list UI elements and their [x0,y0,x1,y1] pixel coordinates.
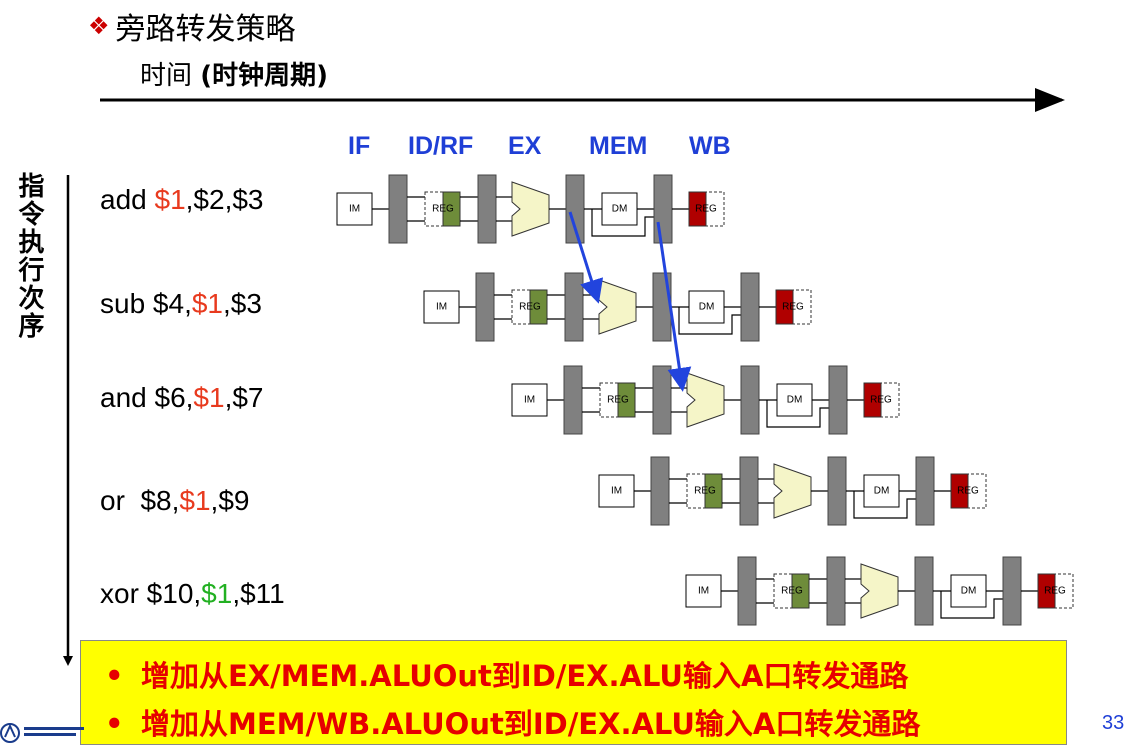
dm-bypass-wire [940,591,1003,619]
pipeline-latch [740,272,760,342]
pipeline-latch [827,456,847,526]
dm-bypass-wire [766,400,829,428]
forward-arrow-icon [656,221,692,392]
highlight-register: $1 [193,382,225,413]
reg-label: REG [607,395,629,406]
timeline-label-paren: (时钟周期) [200,61,329,91]
reg-read-half [617,382,636,418]
dm-bypass-wire [591,209,654,237]
dm-bypass-wire [678,307,741,335]
alu-icon [511,181,550,237]
reg-label: REG [957,486,979,497]
im-box [598,474,635,508]
pipeline-latch [564,272,584,342]
pipeline-latch [914,556,934,626]
dm-box [776,383,813,417]
timeline-label: 时间 (时钟周期) [140,55,328,92]
stage-label-ex: EX [508,132,542,160]
im-label: IM [698,586,709,597]
order-arrow-head-icon [63,656,73,666]
slide-title-row: ❖ 旁路转发策略 [88,4,296,48]
reg-write-half [775,289,794,325]
pipeline-latch [826,556,846,626]
reg-read-half [529,289,548,325]
reg-write-half [950,473,969,509]
im-label: IM [524,395,535,406]
page-number: 33 [1102,712,1125,734]
pipeline-latch [475,272,495,342]
pipeline-latch [477,174,497,244]
callout-item-1: •增加从EX/MEM.ALUOut到ID/EX.ALU输入A口转发通路 [105,659,909,693]
highlight-register: $1 [154,184,186,215]
dm-label: DM [612,204,628,215]
stage-label-mem: MEM [589,132,648,160]
reg-write-half [1037,573,1056,609]
dm-box [688,290,725,324]
forward-arrow-icon [568,211,604,304]
instruction-add: add $1,$2,$3 [100,184,264,215]
reg-read-half [791,573,810,609]
pipeline-latch [563,365,583,435]
stage-label-if: IF [348,132,371,160]
reg-read-half [442,191,461,227]
dm-box [950,574,987,608]
dm-label: DM [699,302,715,313]
pipeline-latch [1002,556,1022,626]
dm-box [863,474,900,508]
reg-label: REG [695,204,717,215]
alu-icon [686,372,725,428]
dm-label: DM [787,395,803,406]
instruction-order-label: 指令执行次序 [14,172,44,340]
instruction-and: and $6,$1,$7 [100,382,264,413]
university-logo-icon [0,723,84,743]
reg-write-half [688,191,707,227]
bullet-diamond-icon: ❖ [88,12,110,40]
im-label: IM [349,204,360,215]
instruction-sub: sub $4,$1,$3 [100,288,262,319]
reg-label: REG [1044,586,1066,597]
alu-icon [860,563,899,619]
dm-label: DM [874,486,890,497]
reg-label: REG [782,302,804,313]
im-label: IM [611,486,622,497]
im-box [685,574,722,608]
timeline-label-main: 时间 [140,61,201,91]
dm-label: DM [961,586,977,597]
alu-icon [598,279,637,335]
im-box [511,383,548,417]
pipeline-latch [652,365,672,435]
reg-label: REG [781,586,803,597]
reg-read-half [704,473,723,509]
reg-label: REG [519,302,541,313]
stage-label-wb: WB [689,132,731,160]
alu-icon [773,463,812,519]
pipeline-latch [828,365,848,435]
highlight-register: $1 [191,288,224,319]
highlight-register: $1 [179,485,211,516]
reg-write-half [863,382,882,418]
im-label: IM [436,302,447,313]
instruction-or: or $8,$1,$9 [100,485,250,516]
reg-label: REG [432,204,454,215]
pipeline-latch [388,174,408,244]
reg-label: REG [694,486,716,497]
im-box [336,192,373,226]
callout-box: •增加从EX/MEM.ALUOut到ID/EX.ALU输入A口转发通路 •增加从… [80,640,1067,745]
pipeline-latch [650,456,670,526]
pipeline-latch [915,456,935,526]
callout-item-2: •增加从MEM/WB.ALUOut到ID/EX.ALU输入A口转发通路 [105,707,921,741]
pipeline-latch [737,556,757,626]
pipeline-latch [740,365,760,435]
im-box [423,290,460,324]
instruction-xor: xor $10,$1,$11 [100,578,285,609]
dm-bypass-wire [853,491,916,519]
pipeline-latch [653,174,673,244]
slide-title: 旁路转发策略 [115,12,296,47]
reg-label: REG [870,395,892,406]
pipeline-latch [739,456,759,526]
stage-label-idrf: ID/RF [408,132,474,160]
highlight-register: $1 [201,578,233,609]
